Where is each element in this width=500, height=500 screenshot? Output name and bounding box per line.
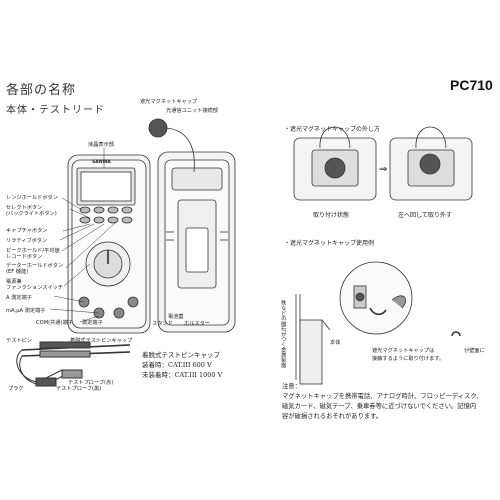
label-test-pin: テストピン [6, 338, 32, 344]
label-com-terminal: COM(共通)端子 [36, 320, 73, 326]
label-body: 本体 [330, 340, 341, 346]
label-probe-red: テストプローブ(赤) [68, 380, 114, 386]
section-cap-removal-arrow: ⇒ [379, 164, 388, 175]
label-function-switch: ファンクションスイッチ [6, 285, 63, 291]
label-data-hold: データーホールドボタン [6, 263, 64, 269]
page-title: 各部の名称 [6, 83, 77, 98]
label-record: レコードボタン [6, 254, 43, 260]
label-power: 電源兼 [6, 279, 22, 285]
label-probe-black: テストプローブ(黒) [56, 386, 102, 392]
label-attach-cap: 着脱式テストピンキャップ [70, 338, 133, 344]
notes-line-3: 容が破損されるおそれがあります。 [282, 413, 383, 420]
label-magnet-cap: 遮光マグネットキャップ [140, 99, 198, 105]
caption-attached: 取り付け状態 [313, 212, 350, 219]
label-range-hold: レンジホールドボタン [6, 195, 58, 201]
section-cap-usage-title: ・遮光マグネットキャップ使用例 [284, 240, 375, 247]
label-select: セレクトボタン [6, 205, 43, 211]
usage-note-1: 遮光マグネットキャップは [372, 348, 435, 354]
label-a-terminal: A 測定端子 [6, 295, 32, 301]
test-lead-illustration [16, 341, 131, 387]
notes-line-2: 磁気カード、磁気テープ、乗車券等に近づけないでください。記憶内 [282, 403, 477, 410]
notes-line-1: マグネットキャップを携帯電話、アナログ時計、フロッピーディスク、 [282, 393, 483, 400]
label-ef: (EF 機能) [6, 269, 29, 275]
section-cap-removal-title: ・遮光マグネットキャップの外し方 [284, 126, 381, 133]
multimeter-back-illustration [148, 118, 236, 333]
label-display: 液晶表示部 [88, 142, 114, 148]
usage-note-3: 接触するように取り付けます。 [372, 356, 445, 362]
leader-lines [49, 148, 117, 323]
brand-logo: SANWA [92, 160, 111, 165]
usage-note-2: が壁面に [464, 348, 485, 354]
cap-spec-off: 未装着時：CAT.III 1000 V [142, 371, 223, 379]
label-measure-terminal: 測定端子 [82, 320, 103, 326]
label-stand: スタンド [152, 321, 173, 327]
label-relative: リラティブボタン [6, 238, 48, 244]
notes-heading: 注意： [282, 383, 301, 390]
cap-spec-on: 装着時：CAT.III 600 V [142, 361, 212, 369]
label-plug: プラグ [8, 386, 24, 392]
page-subtitle: 本体・テストリード [6, 105, 105, 116]
label-steel-surface: 鉄などの磁石がつく金属製面 [280, 300, 287, 368]
label-ma-terminal: mA,μA 測定端子 [6, 308, 46, 314]
caption-remove: 左へ回して取り外す [398, 212, 452, 219]
cap-removal-illustration [293, 126, 473, 201]
label-battery-cover: 電池蓋 [168, 314, 184, 320]
cap-usage-illustration [295, 261, 461, 385]
label-optical-unit: 光通信ユニット接続部 [166, 108, 218, 114]
cap-spec-title: 着脱式テストピンキャップ [142, 351, 220, 359]
model-number: PC710 [450, 77, 493, 93]
label-peak-hold: ピークホールド/平均値 [6, 248, 60, 254]
multimeter-front-illustration [67, 154, 151, 334]
label-capture: キャプチャボタン [6, 228, 48, 234]
label-backlight: (バックライトボタン) [6, 211, 57, 217]
label-holster: ホルスター [184, 321, 210, 327]
